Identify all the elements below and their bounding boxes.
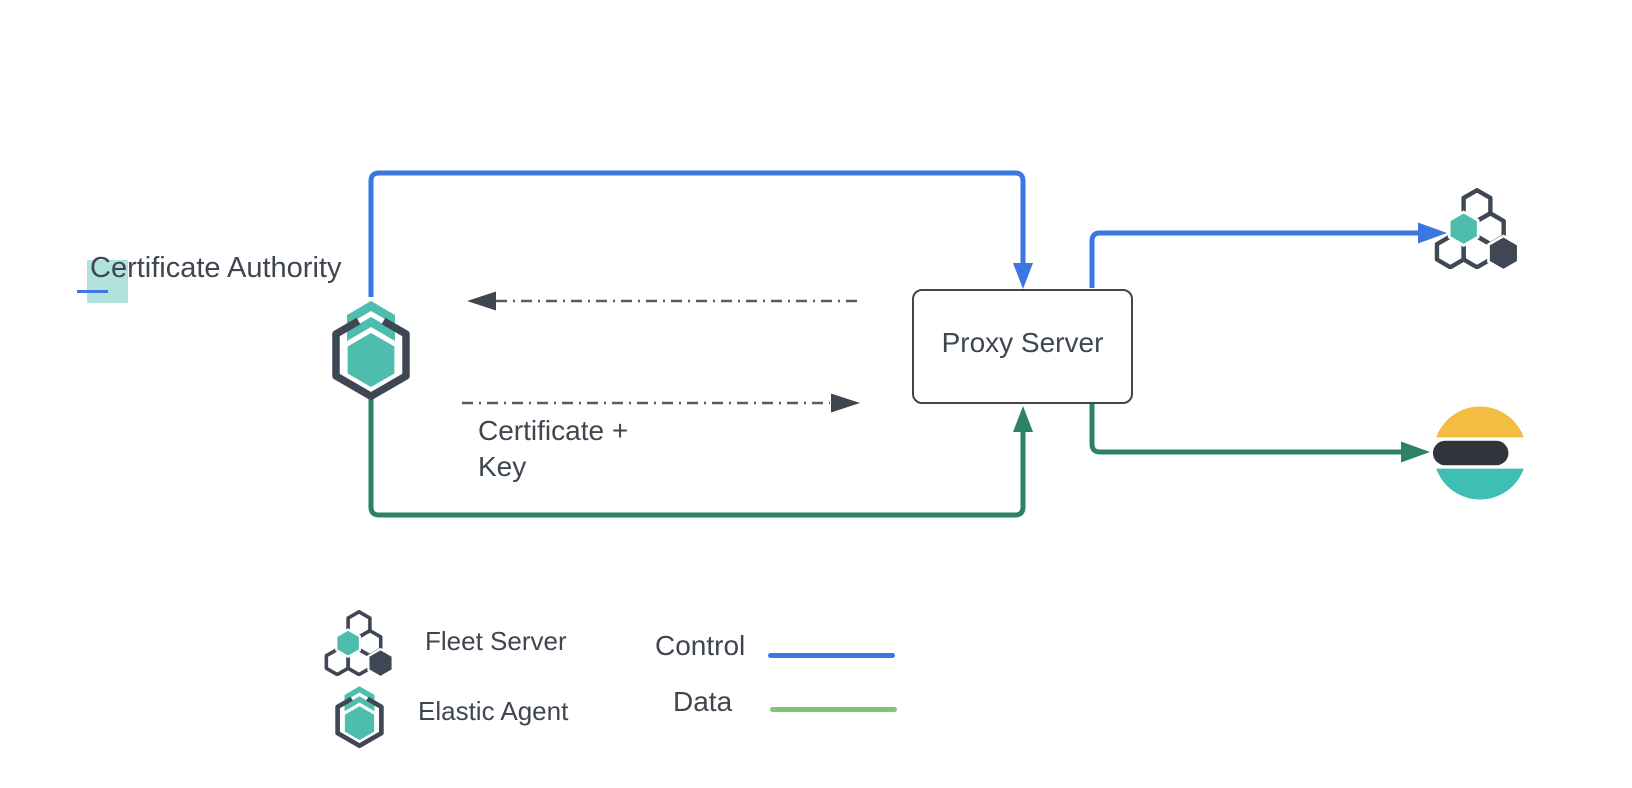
data-path-proxy-to-elasticsearch — [1089, 404, 1401, 455]
cert-dashed-arrow-right-arrowhead — [831, 393, 860, 413]
certificate-authority-label: Certificate Authority — [90, 252, 342, 284]
legend-data-label: Data — [673, 686, 733, 717]
legend-fleet-server-label: Fleet Server — [425, 626, 567, 656]
control-path-proxy-to-fleet — [1089, 230, 1418, 288]
legend-fleet-server-icon — [324, 610, 394, 676]
control-path-agent-to-proxy — [368, 170, 1026, 297]
data-path-proxy-to-elasticsearch-arrowhead — [1401, 441, 1430, 463]
control-path-agent-to-proxy-arrowhead — [1013, 263, 1033, 289]
elasticsearch-icon — [1432, 406, 1524, 500]
data-path-agent-to-proxy-arrowhead — [1013, 406, 1033, 432]
elastic-agent-icon — [332, 301, 410, 400]
certificate-key-line1: Certificate + — [478, 415, 629, 446]
legend-control-line-swatch — [768, 653, 895, 658]
text-cursor-underline — [77, 290, 108, 293]
data-path-agent-to-proxy — [368, 396, 1026, 518]
proxy-server-node: Proxy Server — [912, 289, 1133, 404]
legend-control-label: Control — [655, 630, 746, 661]
legend-elastic-agent-label: Elastic Agent — [418, 696, 569, 726]
legend-data-line-swatch — [770, 707, 897, 712]
certificate-key-label: Certificate + Key — [478, 413, 628, 485]
fleet-server-icon — [1434, 188, 1520, 269]
control-path-proxy-to-fleet-arrowhead — [1418, 222, 1447, 244]
certificate-key-line2: Key — [478, 451, 527, 482]
proxy-server-label: Proxy Server — [941, 326, 1104, 358]
cert-dashed-arrow-left-arrowhead — [467, 291, 496, 311]
text-selection-highlight — [87, 260, 128, 303]
legend-elastic-agent-icon — [335, 686, 384, 749]
